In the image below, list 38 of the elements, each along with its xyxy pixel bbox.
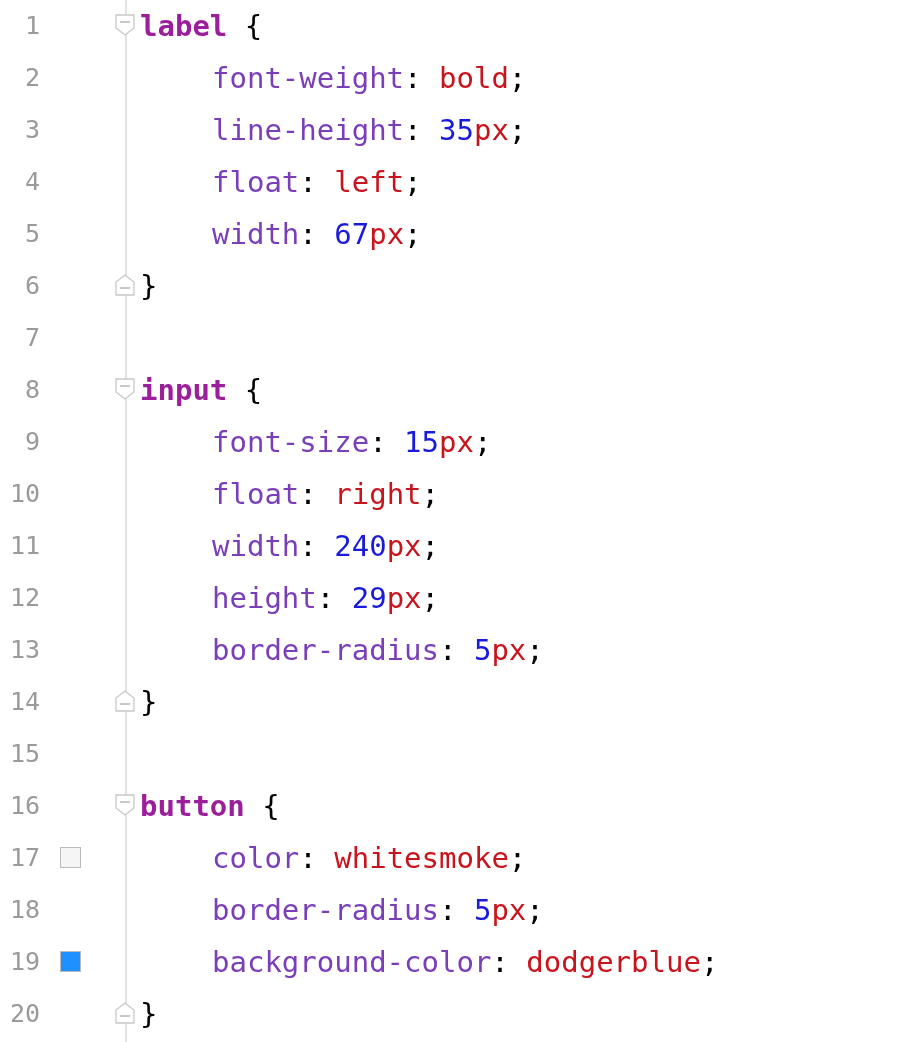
line-number: 2	[23, 62, 40, 94]
code-line: width: 240px;	[212, 528, 440, 565]
line-number: 3	[23, 114, 40, 146]
code-line: }	[140, 996, 158, 1033]
line-number: 20	[8, 998, 40, 1030]
code-line: border-radius: 5px;	[212, 632, 544, 669]
line-number: 1	[23, 10, 40, 42]
code-line: label {	[140, 8, 263, 45]
code-line: width: 67px;	[212, 216, 422, 253]
line-number: 7	[23, 322, 40, 354]
line-number: 17	[8, 842, 40, 874]
code-line: font-size: 15px;	[212, 424, 492, 461]
line-number: 12	[8, 582, 40, 614]
line-number: 14	[8, 686, 40, 718]
code-line: float: left;	[212, 164, 422, 201]
code-line: font-weight: bold;	[212, 60, 527, 97]
code-line: input {	[140, 372, 263, 409]
line-number: 11	[8, 530, 40, 562]
line-number: 13	[8, 634, 40, 666]
line-number: 16	[8, 790, 40, 822]
code-line: line-height: 35px;	[212, 112, 527, 149]
line-number: 18	[8, 894, 40, 926]
line-number: 8	[23, 374, 40, 406]
code-line: }	[140, 268, 158, 305]
line-number: 4	[23, 166, 40, 198]
line-number: 10	[8, 478, 40, 510]
line-number: 15	[8, 738, 40, 770]
code-line: button {	[140, 788, 280, 825]
code-line: float: right;	[212, 476, 440, 513]
line-number: 6	[23, 270, 40, 302]
line-number: 5	[23, 218, 40, 250]
code-line: height: 29px;	[212, 580, 439, 617]
code-line: background-color: dodgerblue;	[212, 944, 719, 981]
code-line: color: whitesmoke;	[212, 840, 527, 877]
code-line: border-radius: 5px;	[212, 892, 544, 929]
line-number: 19	[8, 946, 40, 978]
code-line: }	[140, 684, 158, 721]
line-number: 9	[23, 426, 40, 458]
